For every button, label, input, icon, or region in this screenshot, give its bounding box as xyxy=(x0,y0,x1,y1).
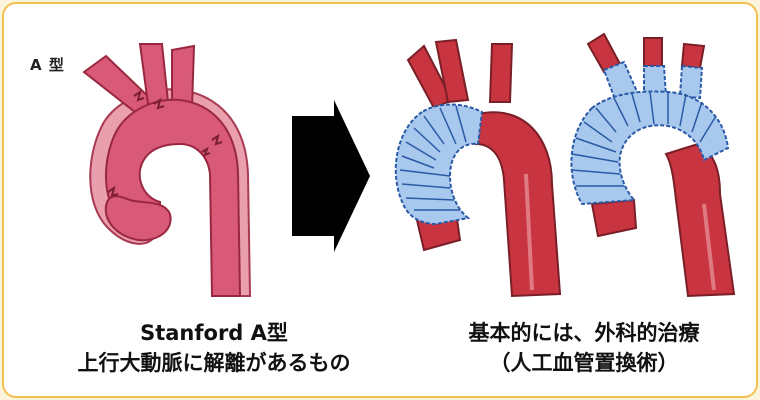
left-caption-line1: Stanford A型 xyxy=(140,321,288,345)
dissected-aorta-icon xyxy=(82,43,252,297)
right-caption: 基本的には、外科的治療 （人工血管置換術） xyxy=(404,318,756,378)
subclavian-branch xyxy=(171,44,196,109)
dissection-bulge xyxy=(104,195,172,242)
arch-graft-segment xyxy=(570,90,730,206)
right-caption-line2: （人工血管置換術） xyxy=(489,351,679,375)
left-caption-line2: 上行大動脈に解離があるもの xyxy=(77,351,351,375)
arch-graft-ribs xyxy=(571,91,717,187)
type-label: A 型 xyxy=(30,56,65,74)
left-caption: Stanford A型 上行大動脈に解離があるもの xyxy=(44,318,384,378)
arrow-right-icon xyxy=(292,100,370,252)
total-arch-graft-aorta-icon xyxy=(570,32,736,298)
illustration-canvas xyxy=(82,32,736,298)
tear-marks xyxy=(107,89,223,198)
partial-graft-aorta-icon xyxy=(394,38,562,298)
right-caption-line1: 基本的には、外科的治療 xyxy=(468,321,700,345)
graft-segment xyxy=(394,103,484,226)
graft-ribs xyxy=(399,105,467,211)
